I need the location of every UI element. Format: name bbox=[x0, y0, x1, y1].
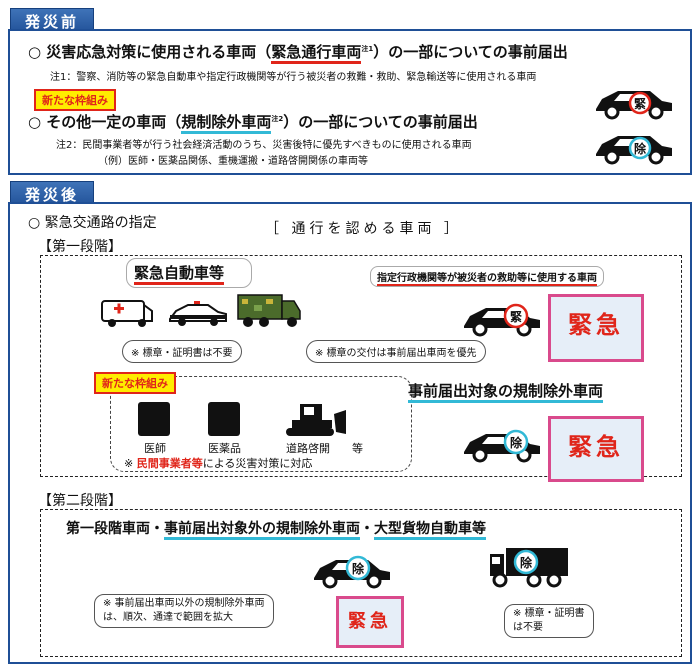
after-item: ○ 緊急交通路の指定 bbox=[28, 215, 157, 231]
after-panel: ○ 緊急交通路の指定 ［ 通行を認める車両 ］ 【第一段階】 緊急自動車等 ※ … bbox=[8, 202, 692, 664]
phase2-cert-line-1: ※ 標章・証明書 bbox=[513, 608, 585, 619]
before-item-1: ○ 災害応急対策に使用される車両（緊急通行車両注1）の一部についての事前届出 bbox=[28, 41, 568, 64]
car-mark-kin: 緊 bbox=[634, 96, 646, 111]
ambulance-icon bbox=[101, 300, 153, 327]
phase2-box bbox=[40, 509, 682, 657]
military-truck-icon bbox=[237, 294, 301, 327]
emergency-car-icon: 緊 bbox=[596, 91, 672, 120]
phase1-box bbox=[40, 255, 682, 477]
no-cert-note: ※ 標章・証明書は不要 bbox=[122, 340, 242, 363]
label-road: 道路啓開 bbox=[286, 442, 330, 455]
phase2-label: 【第二段階】 bbox=[38, 493, 122, 509]
emergency-sticker-2: 緊急 bbox=[548, 416, 644, 482]
car-mark-jo: 除 bbox=[634, 141, 647, 156]
phase2-title: 第一段階車両・事前届出対象外の規制除外車両・大型貨物自動車等 bbox=[66, 518, 486, 540]
bulldozer-icon bbox=[286, 404, 346, 436]
emergency-sticker-1: 緊急 bbox=[548, 294, 644, 362]
emergency-sticker-3: 緊急 bbox=[336, 596, 404, 648]
designated-car-icon: 緊 bbox=[464, 303, 540, 337]
phase2-scope-note: ※ 事前届出車両以外の規制除外車両 は、順次、通達で範囲を拡大 bbox=[94, 594, 274, 628]
phase2-car-mark: 除 bbox=[352, 561, 365, 576]
emergency-vehicles-title: 緊急自動車等 bbox=[134, 262, 225, 285]
cargo-truck-icon: 除 bbox=[490, 548, 568, 588]
phase2-cert-line-2: は不要 bbox=[513, 622, 543, 633]
before-note-2b: （例）医師・医薬品関係、重機運搬・道路啓開関係の車両等 bbox=[98, 156, 368, 167]
private-sector-note: ※ 民間事業者等による災害対策に対応 bbox=[124, 457, 313, 470]
label-etc: 等 bbox=[352, 442, 363, 455]
phase2-cert-note: ※ 標章・証明書 は不要 bbox=[504, 604, 594, 638]
truck-mark: 除 bbox=[520, 555, 533, 570]
preregistered-title: 事前届出対象の規制除外車両 bbox=[408, 380, 604, 403]
bracket-title: ［ 通行を認める車両 ］ bbox=[265, 221, 462, 237]
preregistered-car-mark: 除 bbox=[510, 435, 523, 450]
designated-car-mark: 緊 bbox=[510, 309, 522, 324]
police-car-icon bbox=[169, 301, 227, 326]
emergency-title-box bbox=[126, 258, 252, 288]
exempt-car-icon: 除 bbox=[596, 136, 672, 165]
label-medicine: 医薬品 bbox=[208, 442, 241, 455]
phase2-car-icon: 除 bbox=[314, 555, 390, 589]
preregistered-car-icon: 除 bbox=[464, 429, 540, 463]
medicine-icon bbox=[208, 402, 240, 436]
phase1-label: 【第一段階】 bbox=[38, 239, 122, 255]
before-new-badge: 新たな枠組み bbox=[34, 89, 116, 111]
phase2-note-line-1: ※ 事前届出車両以外の規制除外車両 bbox=[103, 598, 265, 609]
doctor-icon bbox=[138, 402, 170, 436]
before-note-2: 注2：民間事業者等が行う社会経済活動のうち、災害後特に優先すべきものに使用される… bbox=[56, 140, 472, 151]
label-doctor: 医師 bbox=[144, 442, 166, 455]
designated-vehicles-title: 指定行政機関等が被災者の救助等に使用する車両 bbox=[370, 266, 604, 287]
after-new-badge: 新たな枠組み bbox=[94, 372, 176, 394]
priority-note: ※ 標章の交付は事前届出車両を優先 bbox=[306, 340, 486, 363]
phase2-note-line-2: は、順次、通達で範囲を拡大 bbox=[103, 612, 233, 623]
before-panel: ○ 災害応急対策に使用される車両（緊急通行車両注1）の一部についての事前届出 注… bbox=[8, 29, 692, 175]
before-item-2: ○ その他一定の車両（規制除外車両注2）の一部についての事前届出 bbox=[28, 111, 478, 134]
before-note-1: 注1：警察、消防等の緊急自動車や指定行政機関等が行う被災者の救難・救助、緊急輸送… bbox=[50, 72, 537, 83]
